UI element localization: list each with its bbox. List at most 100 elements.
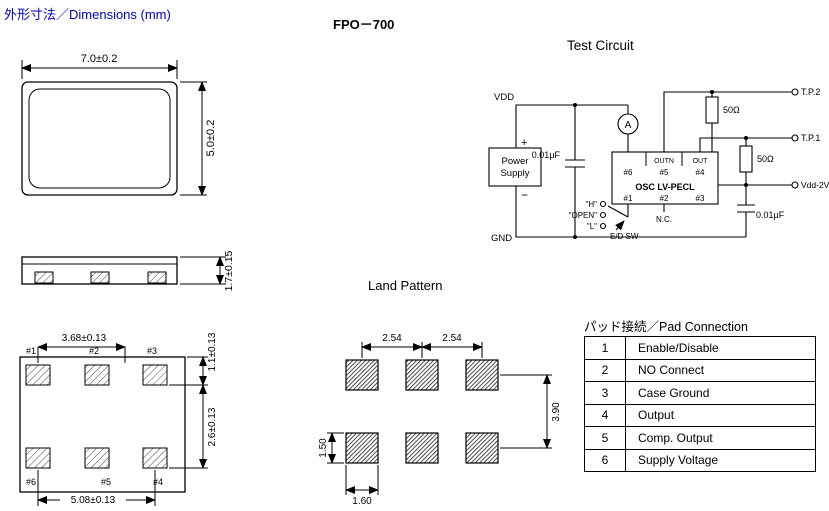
package-side-view: 1.7±0.15: [21, 250, 235, 291]
switch-l-label: "L": [587, 222, 597, 231]
land-pad-height-dimension-lines: [327, 432, 344, 464]
pad-3: [142, 364, 168, 386]
oscillator-label: OSC LV-PECL: [635, 182, 695, 192]
resistor-top-label: 50Ω: [723, 105, 740, 115]
pad-number: 4: [584, 403, 626, 427]
vterm-terminal-icon: [791, 181, 799, 189]
pad2-label: #2: [89, 346, 99, 356]
outn-label: OUTN: [654, 158, 674, 165]
vdd-label: VDD: [494, 92, 514, 103]
width-dimension-label: 7.0±0.2: [81, 53, 118, 65]
land-pad-width-label: 1.60: [352, 496, 372, 507]
row-pitch-dimension-lines: [169, 384, 208, 469]
pad1-label: #1: [26, 346, 36, 356]
edge-gap-dimension-label: 1.1±0.13: [207, 332, 218, 371]
pad-function: Enable/Disable: [625, 336, 816, 360]
land-pitch-dimension-lines: [361, 342, 483, 358]
pad6-label: #6: [26, 477, 36, 487]
land-pad: [345, 432, 379, 464]
pad-2: [84, 364, 110, 386]
power-supply-label-1: Power: [502, 156, 529, 167]
thickness-dimension-lines: [180, 256, 226, 285]
plus-terminal-label: +: [521, 137, 527, 149]
land-pad: [345, 359, 379, 391]
span-dimension-label: 5.08±0.13: [71, 495, 116, 506]
minus-terminal-label: −: [521, 188, 528, 202]
pad-number: 6: [584, 448, 626, 472]
pad-4: [142, 447, 168, 469]
table-row: 6 Supply Voltage: [584, 448, 816, 472]
vterm-label: Vdd-2V: [801, 180, 829, 190]
ed-sw-label: E/D SW: [610, 232, 639, 241]
dimensions-title: 外形寸法／Dimensions (mm): [4, 7, 171, 22]
pad-number: 1: [584, 336, 626, 360]
nc-label: N.C.: [656, 215, 672, 224]
land-pad: [405, 359, 439, 391]
table-row: 4 Output: [584, 403, 816, 427]
switch-open-label: "OPEN": [569, 211, 598, 220]
junction-dots: [573, 90, 748, 239]
table-row: 2 NO Connect: [584, 358, 816, 382]
resistor-top: [705, 96, 719, 124]
bypass-cap-label: 0.01μF: [532, 150, 561, 160]
pad-connection-table: 1 Enable/Disable 2 NO Connect 3 Case Gro…: [584, 336, 816, 472]
row-pitch-dimension-label: 2.6±0.13: [207, 407, 218, 446]
part-number-title: FPO－700: [333, 17, 395, 32]
tp1-label: T.P.1: [801, 133, 820, 143]
pad-number: 5: [584, 426, 626, 450]
thickness-dimension-label: 1.7±0.15: [223, 250, 235, 291]
side-pad: [90, 271, 110, 284]
out-label: OUT: [693, 158, 709, 165]
power-supply-box: [488, 147, 542, 187]
test-circuit-diagram: Power Supply + − VDD GND 0.01μF A OUTN O…: [488, 87, 829, 244]
pad-connection-title: パッド接続／Pad Connection: [584, 320, 748, 334]
package-inner-outline: [28, 88, 171, 189]
pin4-label: #4: [696, 168, 705, 177]
table-row: 1 Enable/Disable: [584, 336, 816, 360]
pad-function: Case Ground: [625, 381, 816, 405]
pad4-label: #4: [153, 477, 163, 487]
land-pitch-left-label: 2.54: [382, 333, 402, 344]
pad-function: Comp. Output: [625, 426, 816, 450]
dimension-text-mask: [60, 493, 126, 506]
pad-5: [84, 447, 110, 469]
ammeter-icon: [617, 113, 639, 135]
land-pad: [465, 432, 499, 464]
pin1-label: #1: [624, 194, 633, 203]
tp2-terminal-icon: [791, 88, 799, 96]
land-height-label: 3.90: [551, 402, 562, 422]
side-pad: [147, 271, 167, 284]
pad-pitch-dimension-label: 3.68±0.13: [62, 333, 107, 344]
land-pitch-right-label: 2.54: [442, 333, 462, 344]
pad-6: [25, 447, 51, 469]
pad-function: Supply Voltage: [625, 448, 816, 472]
land-pad-width-dimension-lines: [345, 465, 379, 495]
switch-contact-h: [599, 200, 607, 208]
height-dimension-label: 5.0±0.2: [205, 120, 217, 157]
width-dimension-lines: [21, 60, 178, 79]
pad-number: 3: [584, 381, 626, 405]
oscillator-box: [611, 151, 719, 205]
gnd-label: GND: [491, 233, 512, 244]
pad-number: 2: [584, 358, 626, 382]
test-circuit-title: Test Circuit: [567, 38, 634, 53]
land-pattern-title: Land Pattern: [368, 278, 443, 293]
land-pad-height-label: 1.50: [318, 438, 329, 458]
switch-contact-l: [599, 222, 607, 230]
tp2-label: T.P.2: [801, 87, 820, 97]
pin2-label: #2: [660, 194, 669, 203]
land-pad: [405, 432, 439, 464]
land-height-dimension-lines: [500, 374, 552, 449]
power-supply-label-2: Supply: [500, 168, 529, 179]
pad-1: [25, 364, 51, 386]
table-row: 3 Case Ground: [584, 381, 816, 405]
resistor-mid-label: 50Ω: [757, 154, 774, 164]
pad-function: NO Connect: [625, 358, 816, 382]
package-top-view: 7.0±0.2 5.0±0.2: [21, 53, 217, 196]
package-bottom-view: #1 #2 #3 #6 #5 #4 3.68±0.13 1.1±0.13: [19, 332, 218, 506]
ed-sw-pointer: [615, 220, 625, 231]
package-outline: [21, 81, 178, 196]
switch-contact-open: [599, 211, 607, 219]
